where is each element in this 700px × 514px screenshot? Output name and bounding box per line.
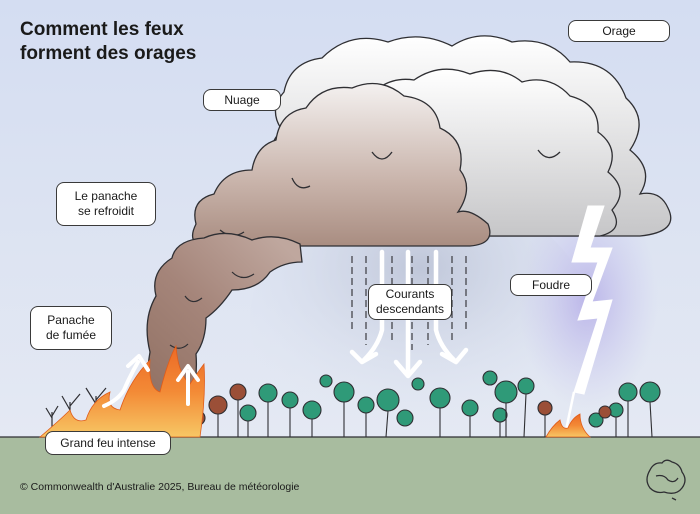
tree-row-green bbox=[239, 370, 661, 438]
down-arrow-icon bbox=[349, 249, 469, 379]
label-courants-descendants: Courants descendants bbox=[368, 284, 452, 320]
smoke-plume bbox=[146, 232, 303, 422]
label-nuage: Nuage bbox=[203, 89, 281, 111]
label-foudre: Foudre bbox=[510, 274, 592, 296]
label-panache-refroidit: Le panache se refroidit bbox=[56, 182, 156, 226]
label-orage: Orage bbox=[568, 20, 670, 42]
up-arrow-icon bbox=[102, 354, 200, 408]
large-fire bbox=[38, 344, 205, 438]
label-grand-feu: Grand feu intense bbox=[45, 431, 171, 455]
smoke-curls bbox=[169, 271, 255, 349]
lightning-bolt-icon bbox=[571, 205, 613, 395]
copyright-credit: © Commonwealth d'Australie 2025, Bureau … bbox=[20, 481, 300, 493]
smoke-cloud-front bbox=[191, 82, 491, 247]
australia-logo-icon bbox=[646, 459, 686, 501]
small-fire bbox=[545, 413, 592, 438]
label-panache-fumee: Panache de fumée bbox=[30, 306, 112, 350]
lightning-tail bbox=[564, 391, 576, 431]
page-title: Comment les feux forment des orages bbox=[20, 19, 197, 64]
